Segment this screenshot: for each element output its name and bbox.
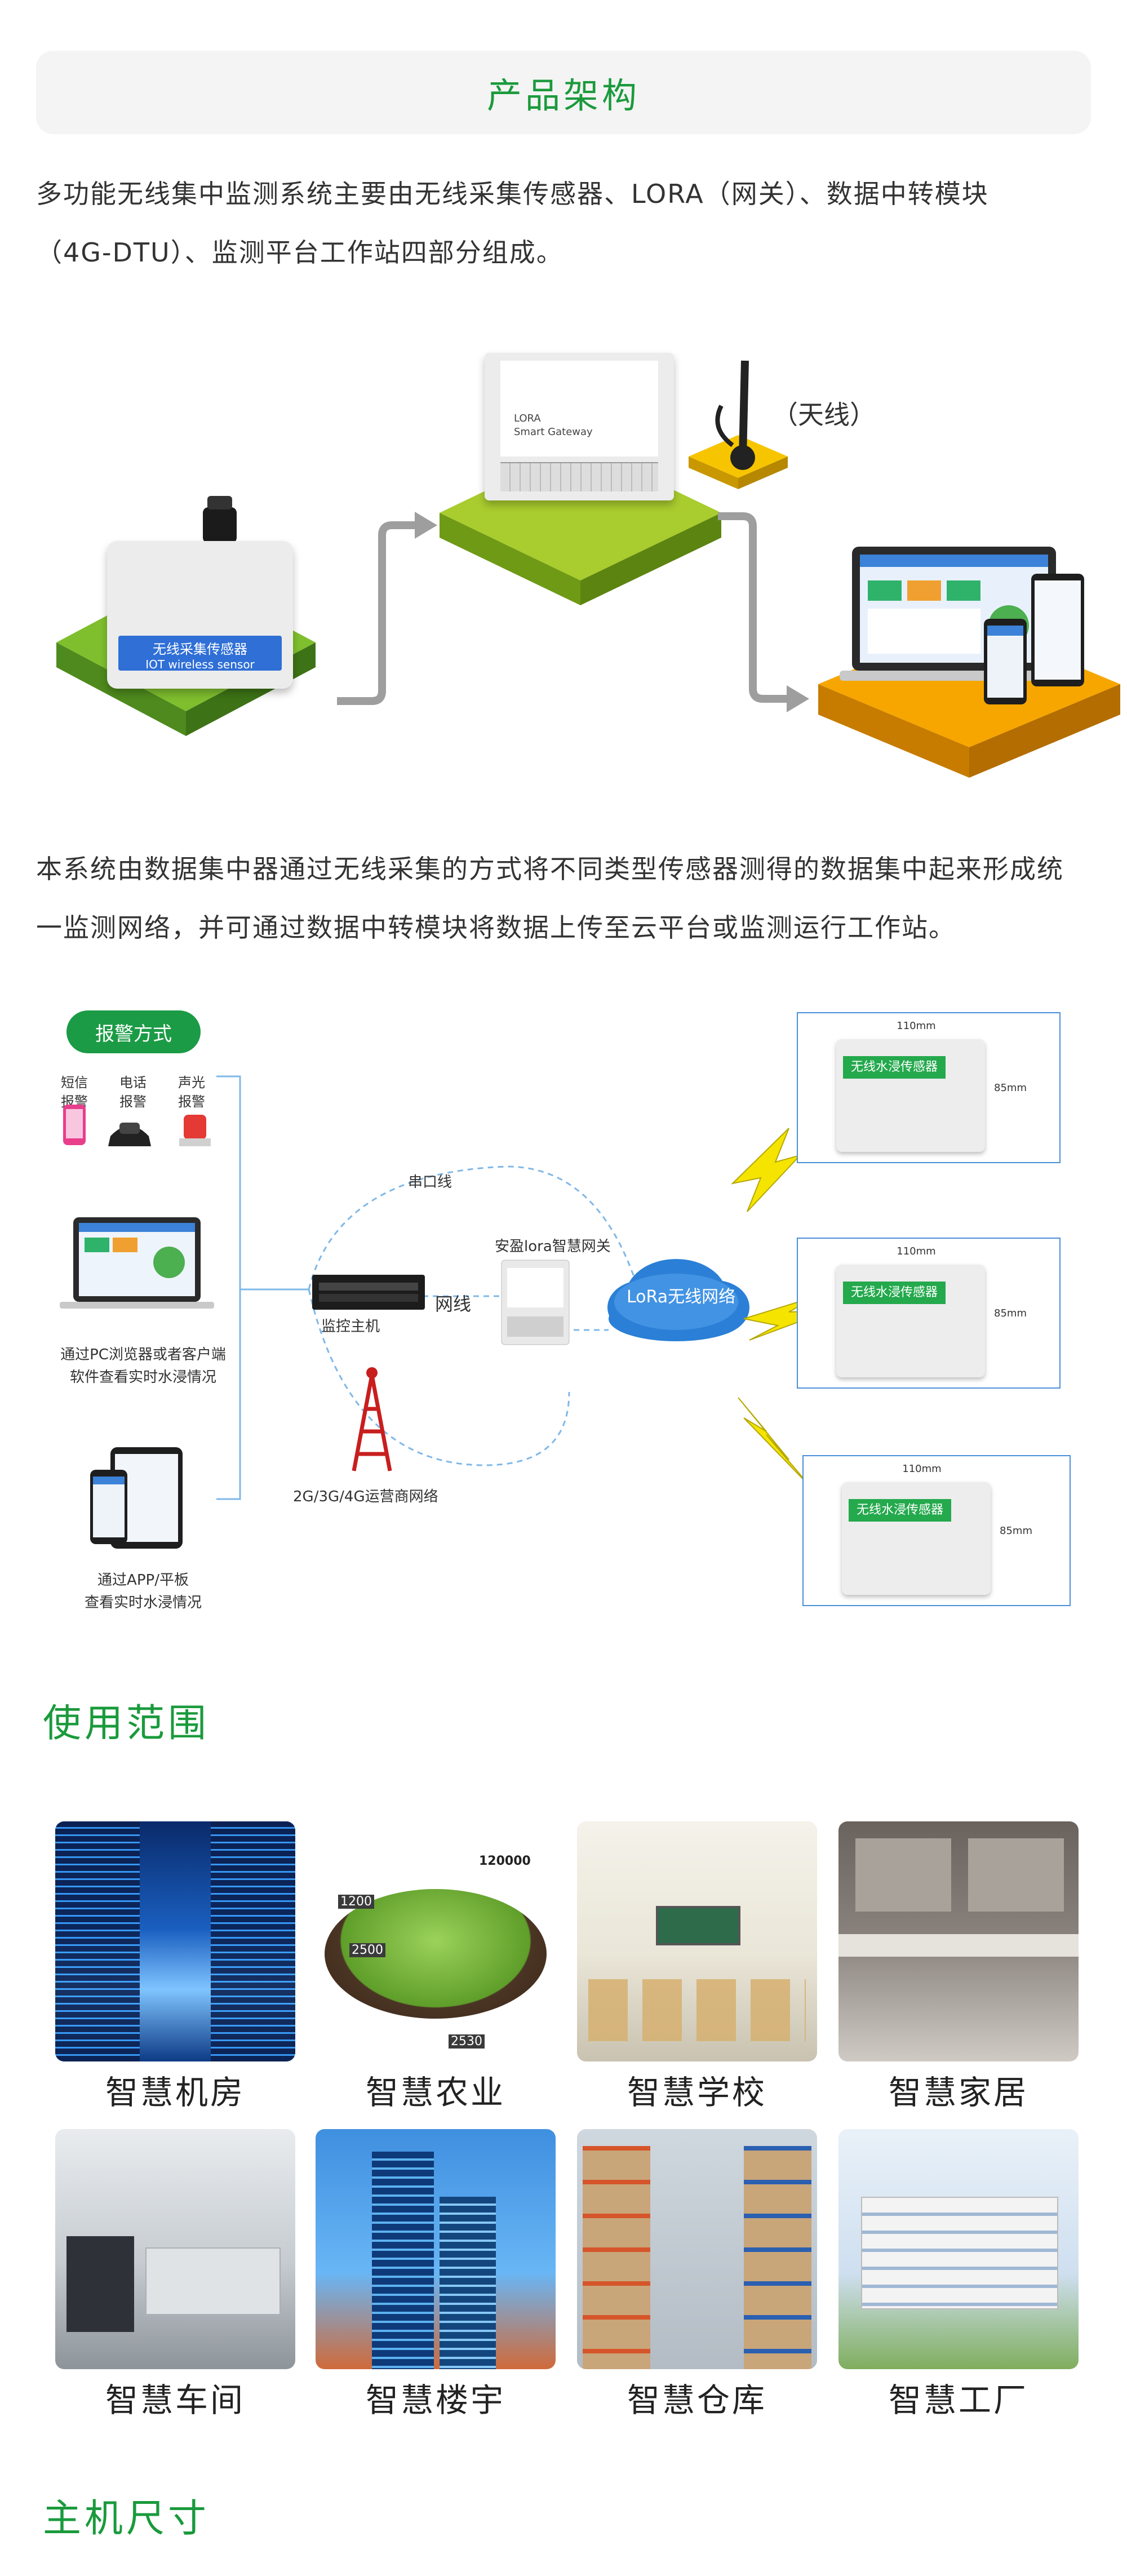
section-title-box: 产品架构 [36, 51, 1091, 134]
scope-item-label: 智慧农业 [365, 2073, 505, 2112]
scope-item: 智慧工厂 [838, 2129, 1079, 2421]
scope-item-label: 智慧车间 [105, 2381, 245, 2419]
topology-graphics [60, 1075, 1055, 1599]
app-caption-line-2: 查看实时水浸情况 [84, 1594, 202, 1611]
gateway-text-2: Smart Gateway [514, 426, 593, 438]
pc-caption-line-1: 通过PC浏览器或者客户端 [60, 1346, 226, 1363]
sensor-height-label: 85mm [994, 1082, 1027, 1094]
factory-photo [838, 2129, 1079, 2369]
scope-item: 120000 1200 2500 2530 智慧农业 [316, 1821, 556, 2113]
sensor-height-label: 85mm [994, 1307, 1027, 1319]
sensor-name: 无线水浸传感器 [843, 1282, 946, 1304]
alarm-title: 报警方式 [66, 1010, 201, 1053]
workshop-photo [55, 2129, 295, 2369]
app-caption: 通过APP/平板 查看实时水浸情况 [36, 1569, 250, 1614]
scope-item-label: 智慧工厂 [888, 2381, 1028, 2419]
antenna-label: （天线） [772, 400, 876, 430]
pc-caption-line-2: 软件查看实时水浸情况 [69, 1369, 216, 1386]
lightning-icon [738, 1397, 812, 1488]
intro-line-1: 多功能无线集中监测系统主要由无线采集传感器、LORA（网关）、数据中转模块 [36, 179, 989, 209]
alarm-phone-top: 电话 [119, 1075, 147, 1090]
sensor-label-cn: 无线采集传感器 [153, 641, 247, 657]
sensor-label-en: IOT wireless sensor [145, 658, 255, 671]
tower-label: 2G/3G/4G运营商网络 [293, 1488, 438, 1505]
alarm-light-label: 声光 报警 [169, 1073, 214, 1111]
telephone-icon [108, 1126, 151, 1146]
monitor-host-icon [312, 1275, 425, 1310]
sensor-width-label: 110mm [902, 1463, 942, 1475]
agri-number-4: 2530 [449, 2034, 485, 2049]
gateway-panel: LORA Smart Gateway [500, 361, 658, 456]
kitchen-photo [838, 1821, 1079, 2061]
description-line-1: 本系统由数据集中器通过无线采集的方式将不同类型传感器测得的数据集中起来形成统 [36, 854, 1064, 884]
scope-item-label: 智慧机房 [105, 2073, 245, 2112]
alarm-phone-label: 电话 报警 [110, 1073, 156, 1111]
scope-item: 智慧家居 [838, 1821, 1079, 2113]
host-label: 监控主机 [321, 1318, 380, 1335]
water-sensor-card-3: 110mm 无线水浸传感器 85mm [802, 1455, 1071, 1606]
gateway-terminals [500, 462, 658, 491]
page-title: 产品架构 [486, 75, 640, 116]
skyscraper-photo [316, 2129, 556, 2369]
agri-number-3: 2500 [349, 1943, 385, 1957]
alarm-light-top: 声光 [178, 1075, 205, 1090]
scope-title: 使用范围 [43, 1701, 210, 1746]
scope-item-label: 智慧家居 [888, 2073, 1028, 2112]
scope-item: 智慧机房 [55, 1821, 295, 2113]
app-caption-line-1: 通过APP/平板 [97, 1572, 189, 1589]
scope-item: 智慧车间 [55, 2129, 295, 2421]
gateway-label: 安盈lora智慧网关 [495, 1238, 611, 1255]
wireless-sensor-device: 无线采集传感器 IOT wireless sensor [107, 541, 293, 689]
scope-item: 智慧楼宇 [316, 2129, 556, 2421]
agriculture-photo: 120000 1200 2500 2530 [316, 1821, 556, 2061]
cloud-label: LoRa无线网络 [627, 1287, 736, 1307]
alarm-light-icon [184, 1115, 206, 1140]
alarm-sms-top: 短信 [61, 1075, 88, 1090]
alarm-phone-bottom: 报警 [119, 1094, 147, 1110]
description-paragraph: 本系统由数据集中器通过无线采集的方式将不同类型传感器测得的数据集中起来形成统 一… [36, 840, 1095, 957]
gateway-text-1: LORA [514, 413, 541, 424]
radio-tower-icon [352, 1375, 392, 1471]
classroom-photo [577, 1821, 817, 2061]
lora-gateway-device: LORA Smart Gateway [485, 353, 674, 500]
sensor-name: 无线水浸传感器 [849, 1499, 951, 1522]
network-cable-label: 网线 [435, 1293, 472, 1315]
warehouse-photo [577, 2129, 817, 2369]
sensor-name: 无线水浸传感器 [843, 1056, 946, 1079]
cloud-icon [607, 1259, 749, 1341]
intro-paragraph: 多功能无线集中监测系统主要由无线采集传感器、LORA（网关）、数据中转模块 （4… [36, 165, 1095, 282]
water-sensor-card-1: 110mm 无线水浸传感器 85mm [797, 1012, 1061, 1163]
serial-cable-label: 串口线 [408, 1174, 452, 1191]
lightning-icon [730, 1128, 802, 1212]
description-line-2: 一监测网络，并可通过数据中转模块将数据上传至云平台或监测运行工作站。 [36, 912, 956, 943]
scope-item-label: 智慧楼宇 [365, 2381, 505, 2419]
scope-item: 智慧学校 [577, 1821, 817, 2113]
server-room-photo [55, 1821, 295, 2061]
alarm-light-bottom: 报警 [178, 1094, 205, 1110]
scope-item: 智慧仓库 [577, 2129, 817, 2421]
intro-line-2: （4G-DTU）、监测平台工作站四部分组成。 [36, 237, 564, 268]
sensor-label: 无线采集传感器 IOT wireless sensor [118, 636, 282, 671]
water-sensor-card-2: 110mm 无线水浸传感器 85mm [797, 1238, 1061, 1389]
scope-item-label: 智慧仓库 [627, 2381, 767, 2419]
scope-item-label: 智慧学校 [627, 2073, 767, 2112]
sensor-width-label: 110mm [897, 1245, 936, 1257]
agri-number-1: 120000 [479, 1854, 531, 1868]
sensor-height-label: 85mm [1000, 1525, 1032, 1537]
pc-caption: 通过PC浏览器或者客户端 软件查看实时水浸情况 [36, 1344, 250, 1389]
agri-number-2: 1200 [338, 1895, 374, 1909]
size-title: 主机尺寸 [43, 2497, 210, 2541]
sensor-width-label: 110mm [897, 1020, 936, 1032]
